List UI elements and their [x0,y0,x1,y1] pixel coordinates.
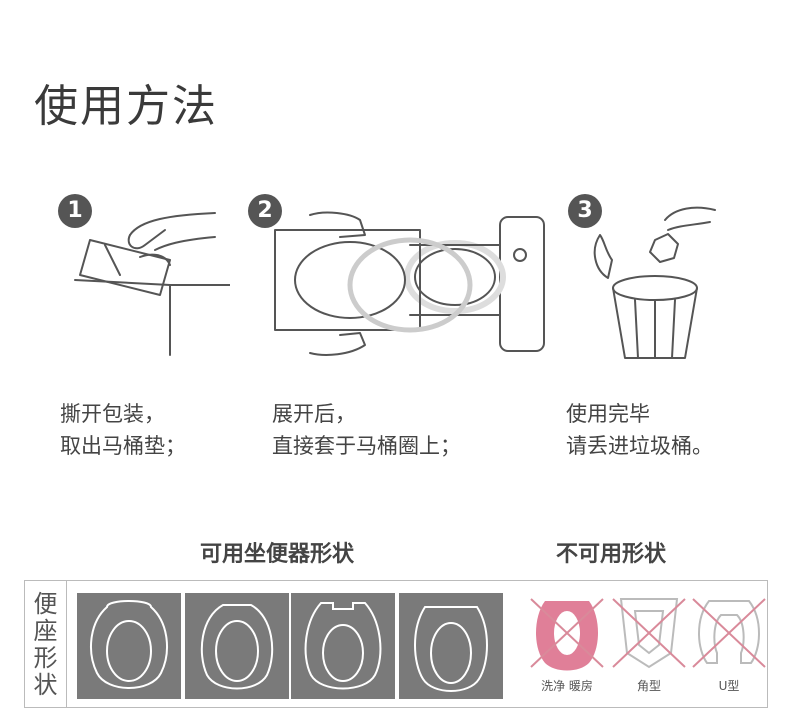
usable-seat-elongated [399,593,503,699]
step-3-text-line-2: 请丢进垃圾桶。 [566,434,713,458]
place-on-toilet-illustration [274,211,545,356]
unusable-seat-heated-washlet [525,593,609,673]
usable-seat-oval [185,593,289,699]
step-3-number-badge: 3 [568,194,602,228]
unusable-label-u-shaped: U型 [718,679,740,693]
page-title: 使用方法 [34,81,218,132]
unusable-label-square: 角型 [636,679,661,693]
unusable-seat-square [607,593,691,673]
step-3-text-line-1: 使用完毕 [566,402,650,426]
row-label-char: 形 [33,644,58,672]
step-2-text-line-2: 直接套于马桶圈上； [272,434,461,458]
unusable-shapes-heading: 不可用形状 [556,542,667,567]
step-2-number-badge: 2 [248,194,282,228]
step-1-text-line-2: 取出马桶垫； [60,434,186,458]
usable-seat-round [77,593,181,699]
usable-shapes-heading: 可用坐便器形状 [200,542,355,567]
row-label-char: 状 [33,671,58,699]
unusable-label-heated-washlet: 洗净 暖房 [541,679,593,693]
trash-bin-illustration [593,206,716,359]
row-label-char: 座 [33,617,58,645]
row-label-char: 便 [33,590,58,618]
unusable-seat-u-shaped [687,593,771,673]
step-1-text-line-1: 撕开包装， [60,402,165,426]
seat-shapes-table: 便 座 形 状 洗净 暖房 [24,580,768,708]
step-2-text-line-1: 展开后， [272,402,356,426]
seat-shape-row-label: 便 座 形 状 [25,581,67,707]
usable-seat-tabbed [291,593,395,699]
step-1-number-badge: 1 [58,194,92,228]
tear-package-illustration [74,212,230,356]
